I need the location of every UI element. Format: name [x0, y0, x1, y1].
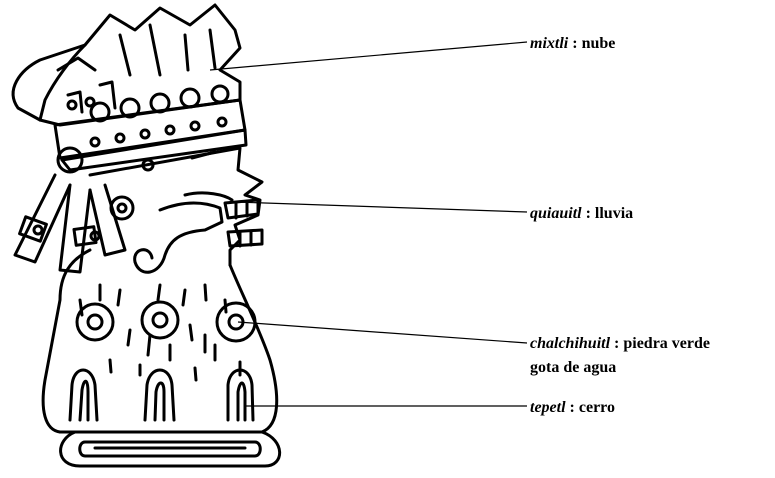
label-mixtli: mixtli : nube — [530, 35, 615, 52]
leader-line-quiauitl — [235, 202, 527, 212]
headband — [55, 86, 246, 170]
mountain-body — [43, 250, 277, 432]
side-ribbons — [15, 148, 125, 272]
label-tepetl: tepetl : cerro — [530, 399, 615, 416]
label-chalchihuitl-line2: gota de agua — [530, 359, 616, 376]
cloud-headdress — [13, 5, 240, 125]
label-quiauitl: quiauitl : lluvia — [530, 205, 633, 222]
label-chalchihuitl: chalchihuitl : piedra verde — [530, 335, 710, 352]
base-platform — [61, 432, 280, 466]
leader-line-mixtli — [210, 42, 527, 70]
leader-line-chalchihuitl — [238, 322, 527, 343]
